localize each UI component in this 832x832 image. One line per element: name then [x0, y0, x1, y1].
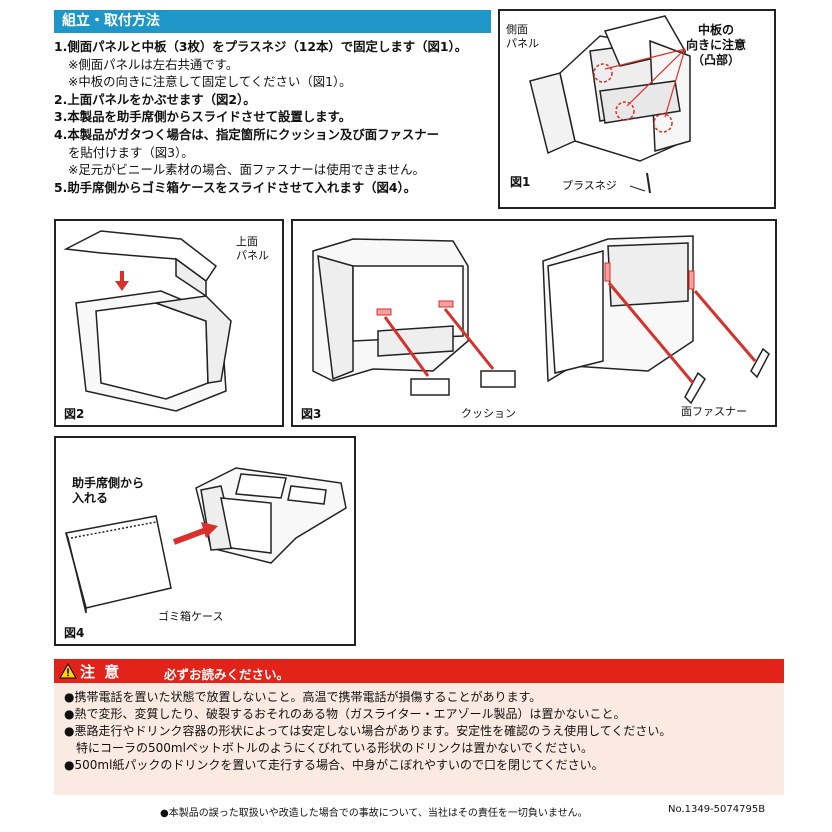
caution-header: 注 意 必ずお読みください。	[54, 659, 784, 683]
step-item: 4.本製品がガタつく場合は、指定箇所にクッション及び面ファスナー	[54, 126, 494, 144]
fastener-label: 面ファスナー	[681, 405, 747, 418]
assembly-steps: 1.側面パネルと中板（3枚）をプラスネジ（12本）で固定します（図1）。※側面パ…	[54, 38, 494, 196]
step-text: 助手席側からゴミ箱ケースをスライドさせて入れます（図4）。	[67, 179, 417, 195]
figure-1: 側面パネル 中板の向きに注意（凸部） プラスネジ 図1	[498, 9, 776, 209]
step-text: 本製品を助手席側からスライドさせて設置します。	[67, 109, 352, 125]
step-text: 本製品がガタつく場合は、指定箇所にクッション及び面ファスナー	[67, 126, 440, 142]
step-number: 4.	[54, 126, 68, 142]
figure-1-illustration	[529, 15, 691, 194]
step-item: 5.助手席側からゴミ箱ケースをスライドさせて入れます（図4）。	[54, 179, 494, 197]
side-panel-label: 側面パネル	[506, 23, 539, 50]
caution-title: 注 意	[80, 663, 122, 681]
caution-item: ●携帯電話を置いた状態で放置しないこと。高温で携帯電話が損傷することがあります。	[64, 690, 542, 704]
caution-subtitle: 必ずお読みください。	[164, 667, 290, 682]
caution-item: 特にコーラの500mlペットボトルのようにくびれている形状のドリンクは置かないで…	[64, 741, 593, 755]
figure-3: クッション 面ファスナー 図3	[291, 219, 777, 427]
step-note: ※足元がビニール素材の場合、面ファスナーは使用できません。	[68, 162, 425, 178]
step-text: 側面パネルと中板（3枚）をプラスネジ（12本）で固定します（図1）。	[67, 39, 468, 54]
figure-2: 上面パネル 図2	[54, 219, 284, 427]
step-number: 3.	[54, 109, 68, 125]
warning-icon	[59, 663, 77, 679]
figure-2-illustration	[63, 230, 232, 412]
figure-3-label: 図3	[301, 407, 322, 421]
trash-case-label: ゴミ箱ケース	[158, 610, 224, 623]
figure-1-label: 図1	[510, 175, 531, 189]
disclaimer: ●本製品の誤った取扱いや改造した場合での事故について、当社はその責任を一切負いま…	[160, 808, 588, 819]
screw-label: プラスネジ	[562, 179, 617, 192]
step-item: 2.上面パネルをかぶせます（図2）。	[54, 91, 494, 109]
caution-item: ●熱で変形、変質したり、破裂するおそれのある物（ガスライター・エアゾール製品）は…	[64, 707, 626, 721]
step-note: を貼付けます（図3）。	[68, 144, 194, 160]
step-number: 5.	[54, 179, 68, 195]
product-number: No.1349-5074795B	[668, 804, 766, 815]
cushion-label: クッション	[461, 407, 516, 420]
step-text: 上面パネルをかぶせます（図2）。	[67, 91, 256, 107]
step-number: 1.	[54, 39, 68, 54]
caution-item: ●500ml紙パックのドリンクを置いて走行する場合、中身がこぼれやすいので口を閉…	[64, 758, 604, 772]
note-label: 中板の向きに注意（凸部）	[686, 23, 747, 67]
section-title: 組立・取付方法	[54, 10, 491, 33]
step-item: 3.本製品を助手席側からスライドさせて設置します。	[54, 108, 494, 126]
figure-4-illustration	[65, 467, 347, 614]
figure-4: 助手席側から入れる ゴミ箱ケース 図4	[54, 436, 356, 646]
from-passenger-label: 助手席側から入れる	[72, 476, 145, 505]
caution-item: ●悪路走行やドリンク容器の形状によっては安定しない場合があります。安定性を確認の…	[64, 724, 672, 738]
figure-2-label: 図2	[64, 407, 85, 421]
step-number: 2.	[54, 91, 68, 107]
step-item: 1.側面パネルと中板（3枚）をプラスネジ（12本）で固定します（図1）。	[54, 38, 494, 56]
top-panel-label: 上面パネル	[236, 235, 269, 262]
figure-4-label: 図4	[64, 626, 85, 640]
figure-3-illustration	[312, 235, 770, 405]
step-note: ※側面パネルは左右共通です。	[68, 56, 239, 72]
step-note: ※中板の向きに注意して固定してください（図1）。	[68, 74, 352, 90]
